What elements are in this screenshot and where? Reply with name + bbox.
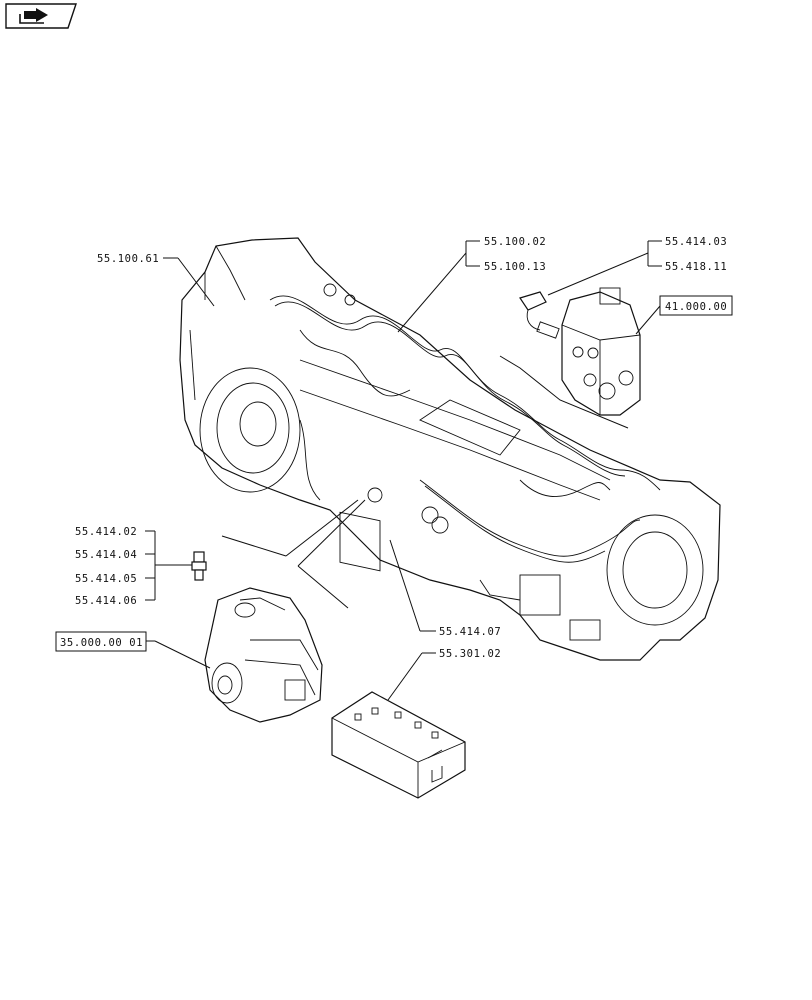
callout-55-100-02[interactable]: 55.100.02 xyxy=(484,236,546,248)
hydraulic-pump xyxy=(204,587,323,723)
valve-block xyxy=(561,287,641,416)
callout-55-414-04[interactable]: 55.414.04 xyxy=(75,549,137,561)
next-page-arrow-icon xyxy=(19,8,48,24)
callout-55-414-07[interactable]: 55.414.07 xyxy=(439,626,501,638)
callout-41-000-00-label: 41.000.00 xyxy=(665,301,727,313)
callout-55-100-61[interactable]: 55.100.61 xyxy=(97,253,159,265)
callout-41-000-00[interactable]: 41.000.00 xyxy=(659,295,733,316)
transmission-assembly xyxy=(179,237,721,661)
callout-55-100-13[interactable]: 55.100.13 xyxy=(484,261,546,273)
callout-55-414-06[interactable]: 55.414.06 xyxy=(75,595,137,607)
callout-55-414-05[interactable]: 55.414.05 xyxy=(75,573,137,585)
callout-35-000-00-01-label: 35.000.00 01 xyxy=(60,637,143,649)
callout-55-414-03[interactable]: 55.414.03 xyxy=(665,236,727,248)
callout-55-301-02[interactable]: 55.301.02 xyxy=(439,648,501,660)
battery xyxy=(331,691,466,799)
pressure-sensor xyxy=(519,291,560,339)
leader-lines xyxy=(145,240,662,701)
callout-35-000-00-01[interactable]: 35.000.00 01 xyxy=(55,631,147,652)
next-page-button[interactable] xyxy=(5,3,77,29)
callout-55-418-11[interactable]: 55.418.11 xyxy=(665,261,727,273)
pressure-switch xyxy=(191,551,207,581)
callout-55-414-02[interactable]: 55.414.02 xyxy=(75,526,137,538)
